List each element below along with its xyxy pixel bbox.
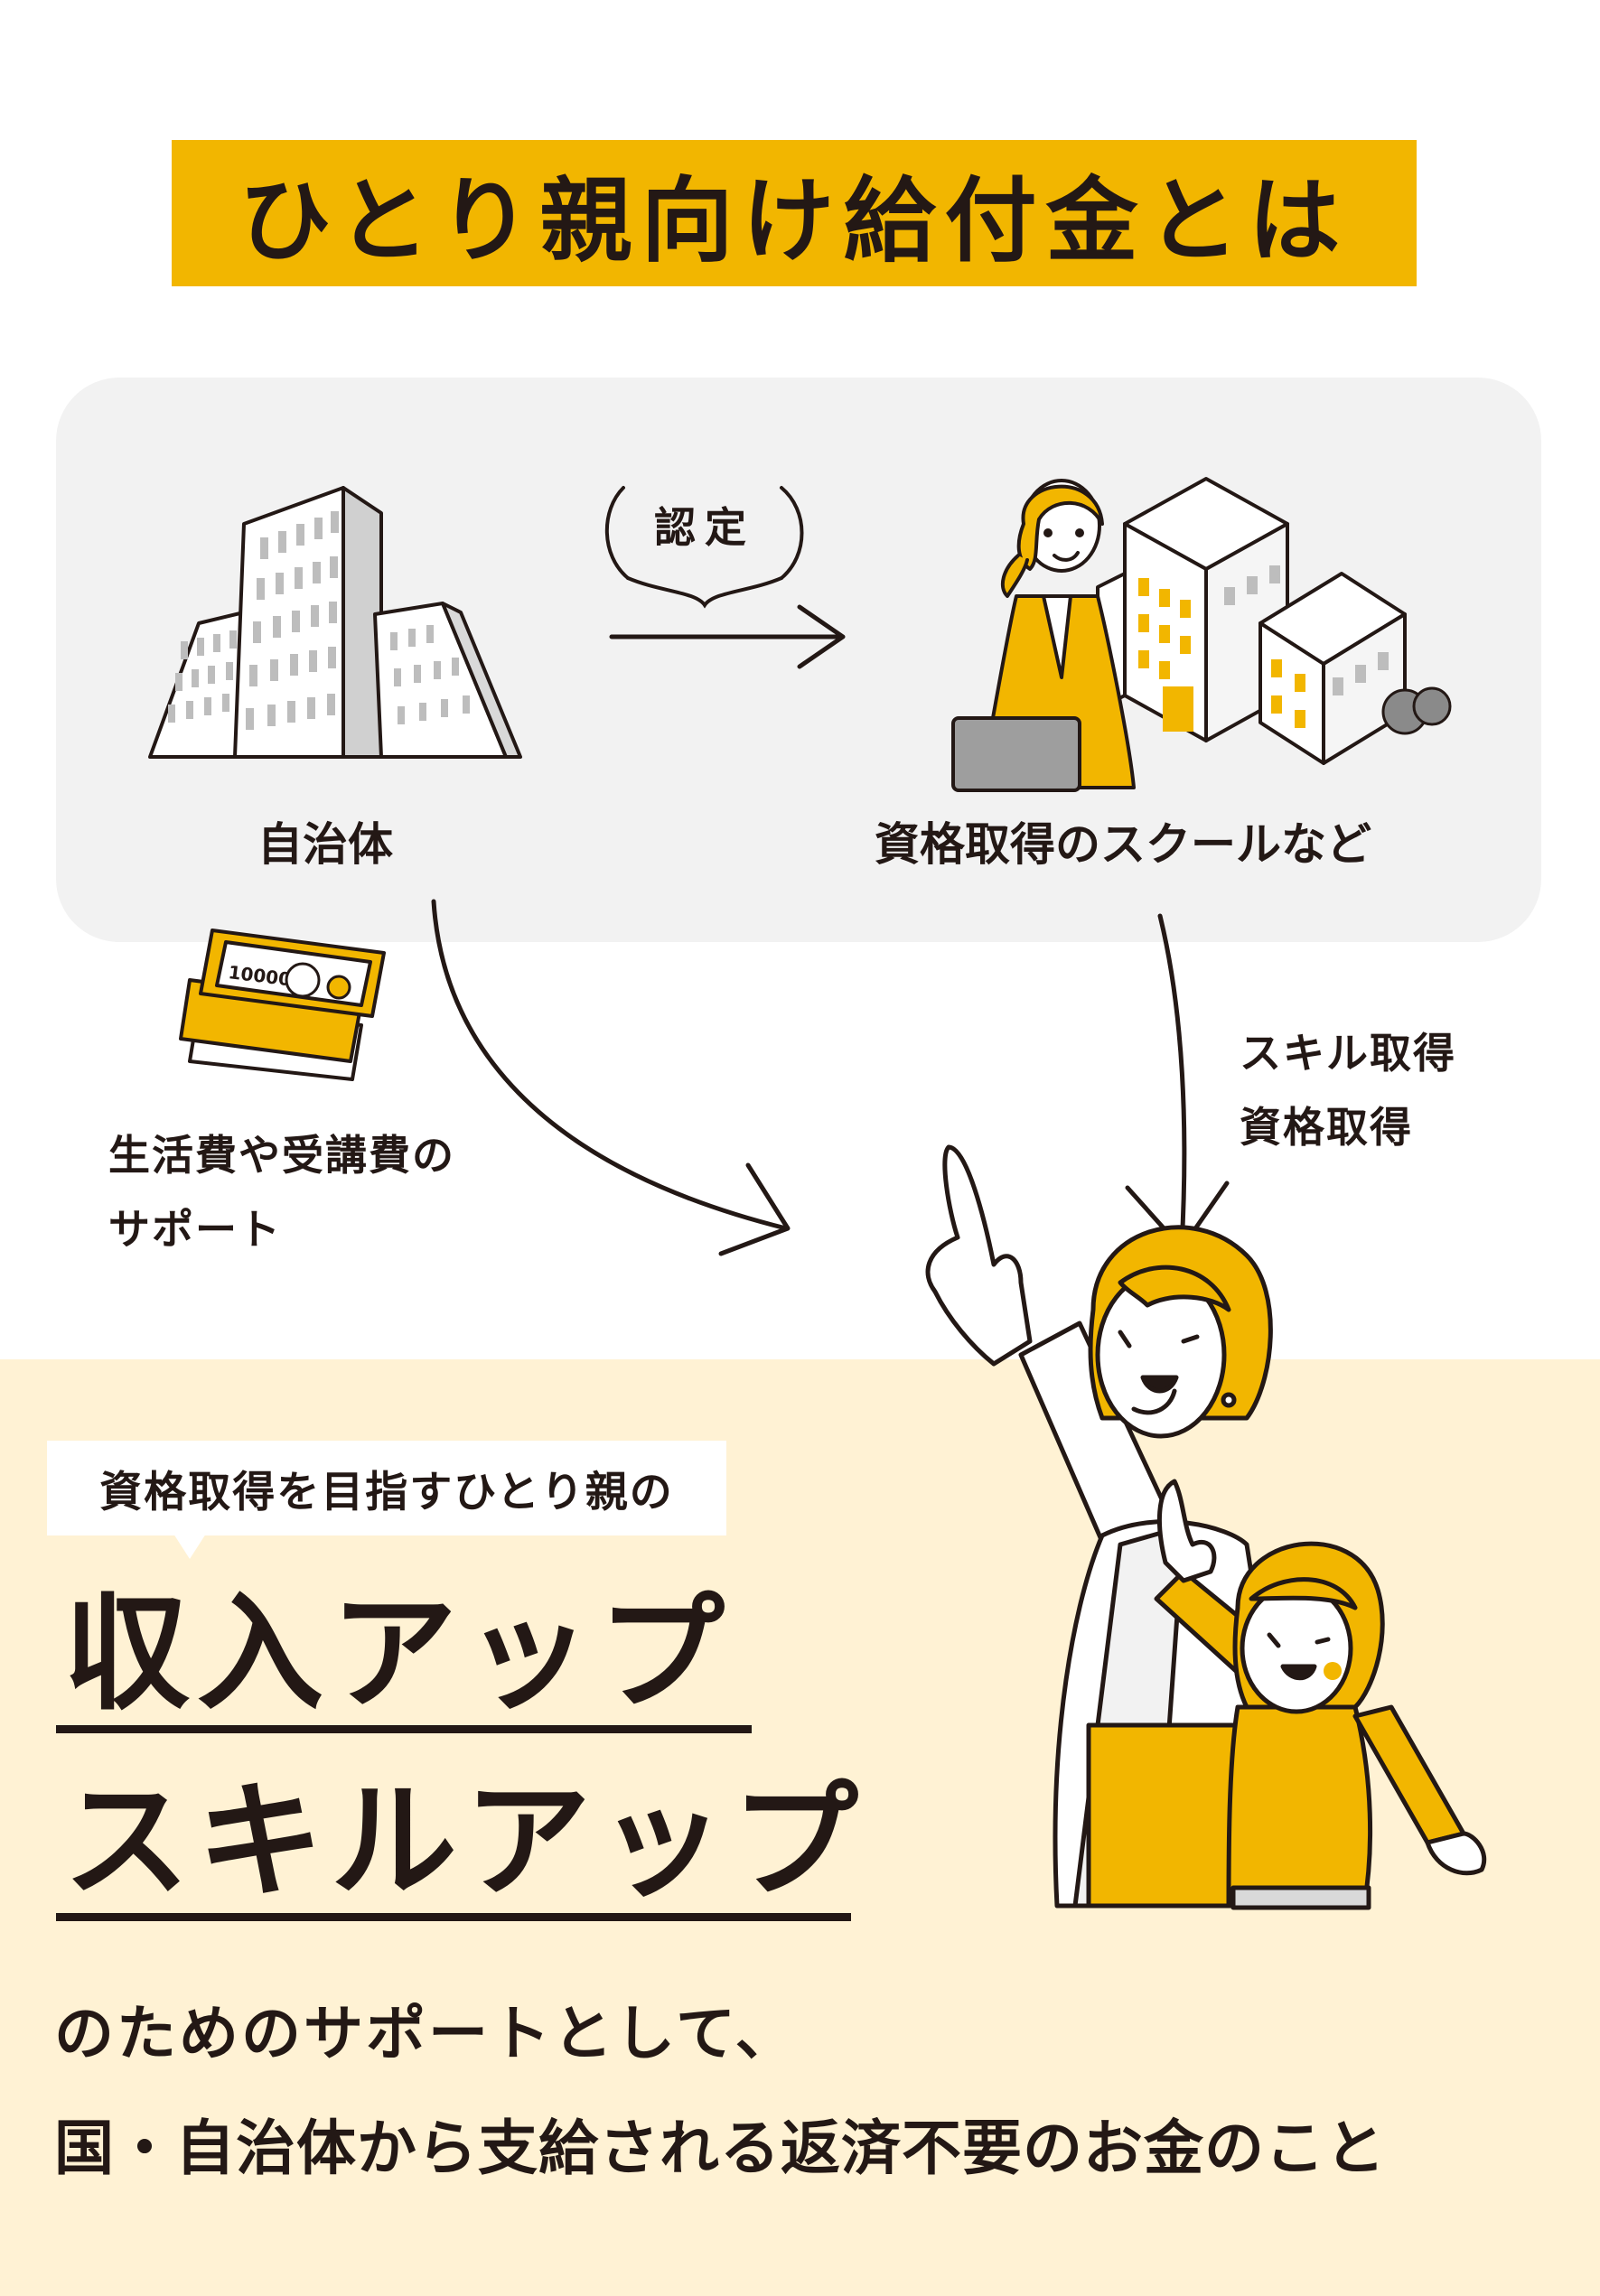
approval-arrow bbox=[609, 604, 846, 669]
page-title: ひとり親向け給付金とは bbox=[239, 167, 1350, 275]
skill-description: スキル取得 資格取得 bbox=[1240, 1016, 1456, 1164]
mother-and-child-illustration bbox=[925, 1144, 1486, 1910]
headline-underline-2 bbox=[56, 1913, 851, 1921]
target-speech-box: 資格取得を目指すひとり親の bbox=[47, 1441, 726, 1535]
approval-label: 認定 bbox=[654, 503, 755, 552]
headline-income-up: 収入アップ bbox=[63, 1581, 733, 1728]
government-label: 自治体 bbox=[257, 818, 393, 871]
support-line-2: サポート bbox=[108, 1205, 282, 1254]
money-bills-illustration: 10000 bbox=[179, 929, 386, 1081]
headline-underline-1 bbox=[56, 1725, 752, 1733]
support-line-1: 生活費や受講費の bbox=[108, 1131, 455, 1180]
school-and-instructor-illustration bbox=[951, 477, 1452, 792]
support-arrow bbox=[431, 899, 791, 1256]
speech-box-tail bbox=[173, 1534, 206, 1559]
government-buildings-illustration bbox=[148, 486, 522, 759]
title-banner: ひとり親向け給付金とは bbox=[172, 140, 1417, 286]
target-speech-text: 資格取得を目指すひとり親の bbox=[99, 1468, 674, 1517]
summary-line-1: のためのサポートとして、 bbox=[54, 1999, 798, 2068]
skill-line-2: 資格取得 bbox=[1240, 1103, 1413, 1152]
headline-skill-up: スキルアップ bbox=[63, 1769, 866, 1916]
skill-line-1: スキル取得 bbox=[1240, 1029, 1456, 1078]
summary-line-2: 国・自治体から支給される返済不要のお金のこと bbox=[54, 2114, 1386, 2183]
school-label: 資格取得のスクールなど bbox=[875, 818, 1371, 871]
speech-bubble-outline bbox=[604, 486, 804, 609]
support-description: 生活費や受講費の サポート bbox=[108, 1118, 455, 1266]
